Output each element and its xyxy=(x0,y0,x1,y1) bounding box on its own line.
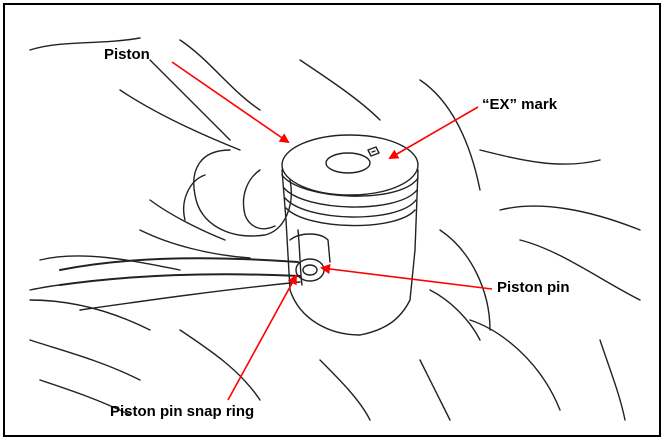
piston-pin-leader-line xyxy=(322,268,492,289)
snap-ring-leader-line xyxy=(228,276,296,400)
piston-leader-line xyxy=(172,62,288,142)
label-piston-pin-snap-ring: Piston pin snap ring xyxy=(110,403,254,420)
label-piston-pin: Piston pin xyxy=(497,279,570,296)
label-ex-mark: “EX” mark xyxy=(482,96,557,113)
label-piston: Piston xyxy=(104,46,150,63)
ex-mark-leader-line xyxy=(390,107,478,158)
